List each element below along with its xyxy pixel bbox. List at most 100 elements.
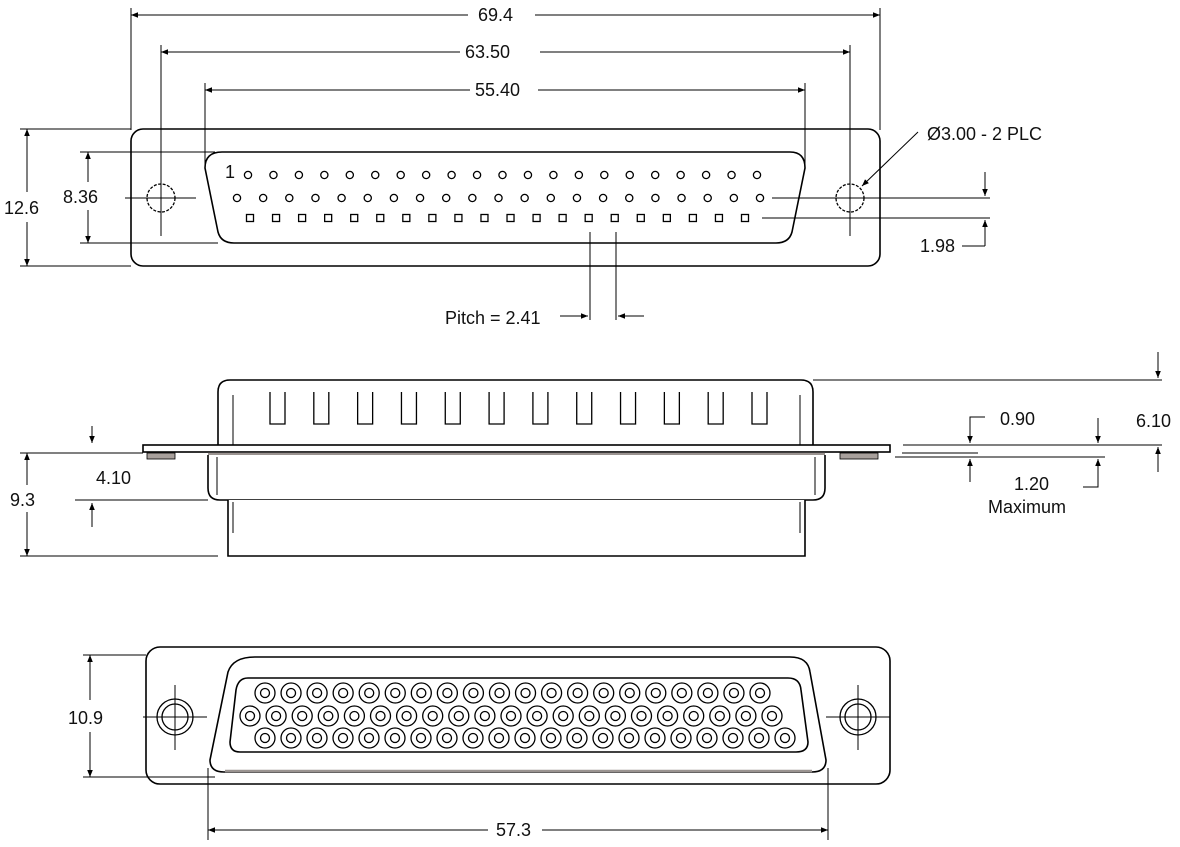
top-pin <box>727 170 736 180</box>
top-pin <box>676 170 685 180</box>
bottom-pin <box>671 682 693 704</box>
bottom-pin <box>332 682 354 704</box>
bottom-pin-inner <box>675 732 687 744</box>
bottom-pin-inner <box>714 710 725 722</box>
bottom-pin <box>395 705 418 727</box>
bottom-pin-inner <box>259 732 271 744</box>
bottom-pin-inner <box>364 687 375 699</box>
bottom-pin-inner <box>505 710 517 722</box>
side-slot <box>269 392 286 425</box>
top-pin <box>447 170 456 180</box>
top-pin <box>389 193 399 203</box>
dim-flange-thickness: 0.90 <box>1000 409 1035 429</box>
side-slot <box>488 392 505 425</box>
top-pin <box>285 193 294 203</box>
top-pin <box>625 170 635 180</box>
side-slot <box>663 392 681 425</box>
top-pin <box>600 170 609 180</box>
top-pin <box>320 170 329 180</box>
side-tab-right <box>839 452 879 460</box>
top-pin <box>402 213 411 223</box>
bottom-pin <box>306 727 328 749</box>
bottom-pin <box>735 705 757 727</box>
bottom-pin <box>410 682 432 704</box>
top-pin <box>651 193 660 203</box>
bottom-pin <box>291 705 313 727</box>
top-pin <box>729 193 739 203</box>
top-pin <box>415 193 425 203</box>
top-pin <box>311 193 320 203</box>
top-pin <box>454 213 463 223</box>
mount-hole-left <box>125 160 196 236</box>
dim-panel-max-note: Maximum <box>988 497 1066 517</box>
bottom-hole-left <box>143 685 207 750</box>
dim-shell-width: 55.40 <box>475 80 520 100</box>
bottom-pin-inner <box>572 687 583 699</box>
dim-row-spacing: 1.98 <box>920 236 955 256</box>
top-pin <box>701 170 711 180</box>
bottom-pin <box>422 705 444 727</box>
top-pin <box>520 193 529 203</box>
bottom-pin <box>514 727 536 749</box>
bottom-pin <box>332 727 354 749</box>
bottom-pin-inner <box>338 687 349 699</box>
bottom-pin-inner <box>766 710 778 722</box>
bottom-pin <box>552 705 574 727</box>
side-slots <box>269 392 768 425</box>
bottom-pin-inner <box>597 732 609 744</box>
bottom-pin-inner <box>479 710 491 722</box>
pin1-label: 1 <box>225 162 235 182</box>
hole-note: Ø3.00 - 2 PLC <box>927 124 1042 144</box>
bottom-pin <box>604 705 627 727</box>
bottom-pin <box>540 682 563 704</box>
bottom-pin <box>462 682 485 704</box>
bottom-pin-inner <box>337 732 349 744</box>
dim-mount-spacing: 63.50 <box>465 42 510 62</box>
bottom-pin <box>644 727 666 749</box>
bottom-pin-inner <box>779 732 791 744</box>
dim-bottom-shell-width: 57.3 <box>496 820 531 840</box>
bottom-pin <box>254 727 276 749</box>
side-flange <box>142 444 891 453</box>
side-tab-left <box>146 452 176 460</box>
dim-panel-max: 1.20 <box>1014 474 1049 494</box>
dim-upper-height: 6.10 <box>1136 411 1171 431</box>
bottom-pin <box>540 727 562 749</box>
bottom-pin <box>343 705 366 727</box>
bottom-pin <box>592 727 614 749</box>
bottom-pin <box>619 682 641 704</box>
top-pin <box>269 170 278 180</box>
bottom-pin <box>722 727 744 749</box>
bottom-pin <box>317 705 339 727</box>
top-pin-field <box>232 170 765 223</box>
top-pin <box>324 213 333 223</box>
bottom-pin-inner <box>401 710 412 722</box>
bottom-pin <box>384 682 406 704</box>
bottom-pin <box>384 727 406 749</box>
bottom-pin-inner <box>427 710 438 722</box>
top-pin <box>421 170 431 180</box>
bottom-pin <box>462 727 484 749</box>
top-pin <box>337 193 346 203</box>
bottom-pin-inner <box>531 710 543 722</box>
bottom-pin <box>280 682 302 704</box>
side-slot <box>751 392 768 425</box>
top-pin <box>294 170 304 180</box>
dim-flange-to-shell: 4.10 <box>96 468 131 488</box>
dim-flange-height: 12.6 <box>4 198 39 218</box>
bottom-pin-inner <box>598 687 609 699</box>
bottom-pin-inner <box>468 687 479 699</box>
bottom-pin-inner <box>375 710 386 722</box>
top-pin <box>472 170 482 180</box>
bottom-pin-inner <box>259 687 271 699</box>
top-pin <box>243 170 253 180</box>
top-view: 1 69.4 63.50 55.40 12.6 8.36 Ø3.00 - 2 P… <box>4 5 1042 328</box>
bottom-pin <box>656 705 679 727</box>
bottom-pin <box>254 682 276 704</box>
bottom-pin-inner <box>701 732 713 744</box>
top-pin <box>468 193 477 203</box>
top-pin <box>703 193 712 203</box>
bottom-pin-inner <box>390 687 401 699</box>
top-pin <box>441 193 451 203</box>
bottom-hole-right <box>826 685 890 750</box>
